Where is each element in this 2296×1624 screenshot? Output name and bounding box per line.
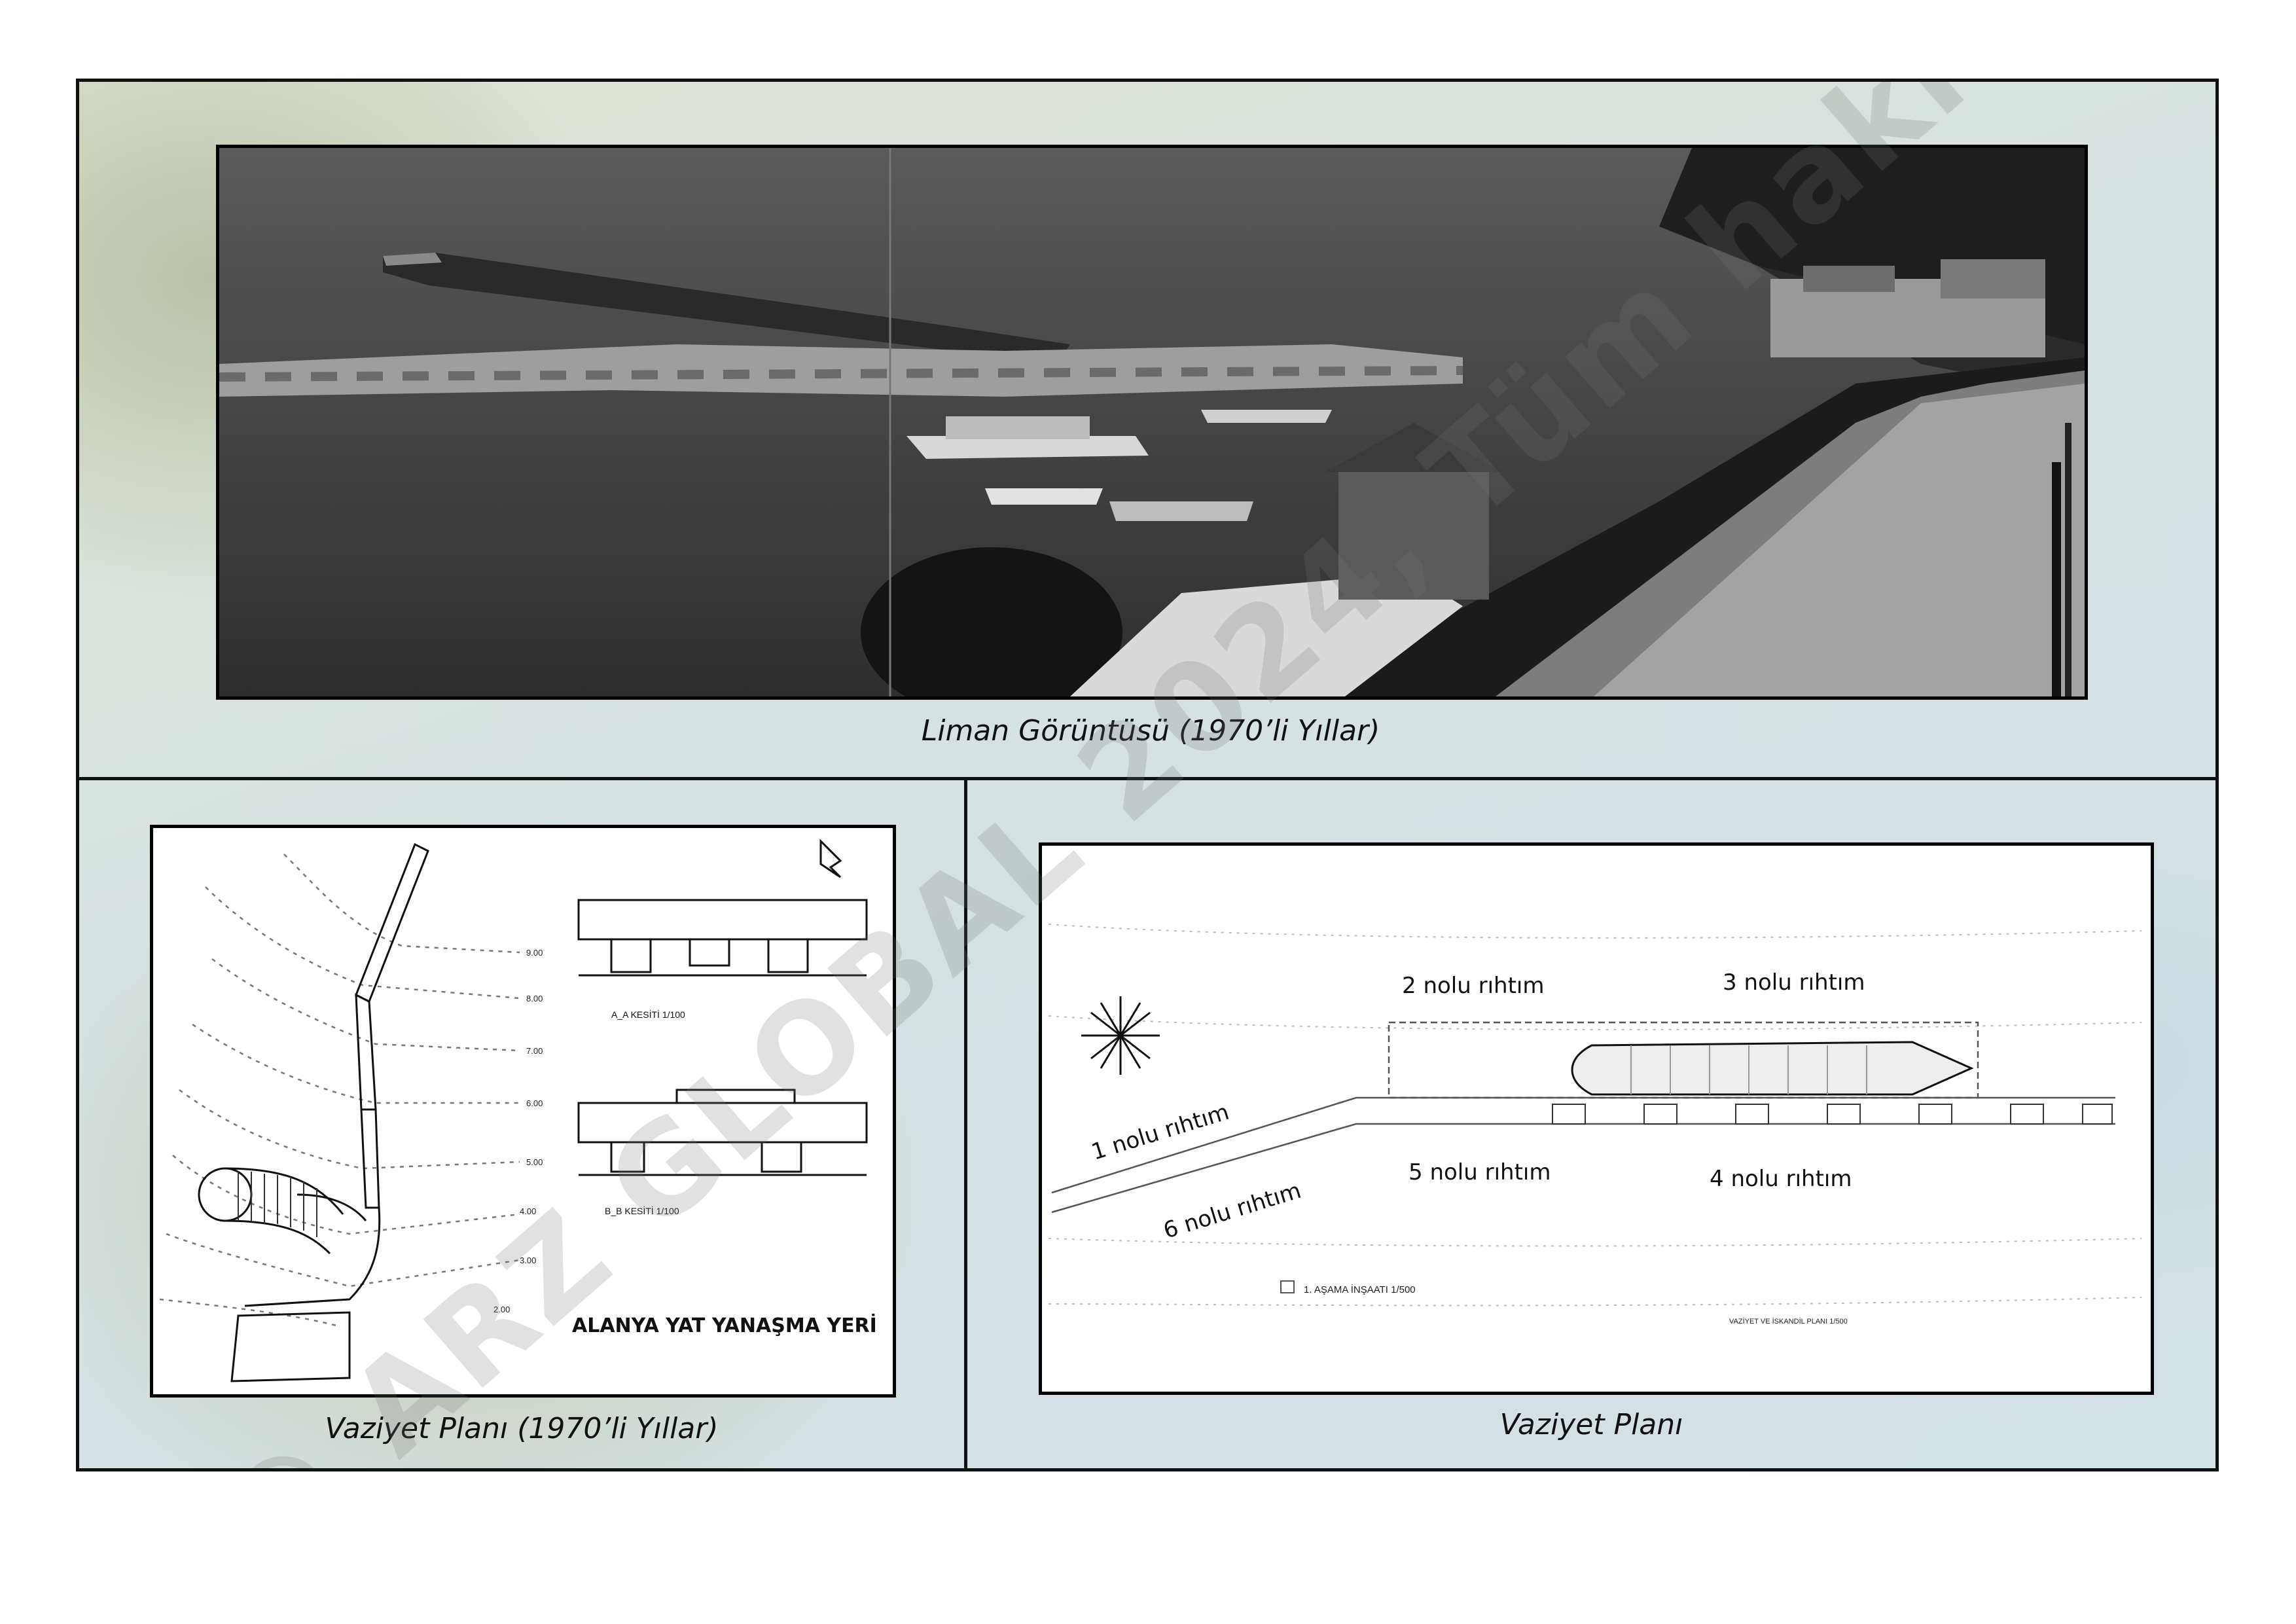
harbor-photo-1970s xyxy=(216,145,2088,700)
section-bb-label: B_B KESİTİ 1/100 xyxy=(605,1205,679,1216)
section-aa-label: A_A KESİTİ 1/100 xyxy=(611,1009,685,1020)
quay-label-6: 6 nolu rıhtım xyxy=(1160,1178,1304,1244)
contour-label: 3.00 xyxy=(520,1255,536,1265)
contour-label: 4.00 xyxy=(520,1206,536,1216)
left-plan-caption: Vaziyet Planı (1970’li Yıllar) xyxy=(325,1412,719,1445)
photo-caption: Liman Görüntüsü (1970’li Yıllar) xyxy=(921,714,1380,748)
contour-label: 5.00 xyxy=(526,1157,543,1167)
contour-label: 6.00 xyxy=(526,1098,543,1108)
plan-title: ALANYA YAT YANAŞMA YERİ xyxy=(572,1314,877,1337)
contour-label: 9.00 xyxy=(526,948,543,958)
site-plan-1970s: 9.00 8.00 7.00 6.00 5.00 4.00 3.00 2.00 xyxy=(150,825,896,1398)
quay-label-1: 1 nolu rıhtım xyxy=(1088,1099,1232,1166)
quay-label-4: 4 nolu rıhtım xyxy=(1710,1166,1852,1192)
presentation-board: Liman Görüntüsü (1970’li Yıllar) 9.00 8.… xyxy=(76,79,2219,1471)
quay-label-3: 3 nolu rıhtım xyxy=(1723,969,1865,996)
right-plan-caption: Vaziyet Planı xyxy=(1499,1408,1683,1441)
horizontal-divider xyxy=(79,777,2215,780)
quay-label-5: 5 nolu rıhtım xyxy=(1408,1159,1551,1185)
contour-label: 7.00 xyxy=(526,1046,543,1056)
quay-label-2: 2 nolu rıhtım xyxy=(1402,973,1544,999)
contour-label: 2.00 xyxy=(493,1305,510,1314)
plan-scale-label: VAZİYET VE İSKANDİL PLANI 1/500 xyxy=(1729,1317,1848,1326)
vertical-divider xyxy=(964,777,967,1468)
contour-label: 8.00 xyxy=(526,994,543,1003)
site-plan: 1 nolu rıhtım 2 nolu rıhtım 3 nolu rıhtı… xyxy=(1039,842,2154,1395)
stage-label: 1. AŞAMA İNŞAATI 1/500 xyxy=(1304,1284,1416,1295)
